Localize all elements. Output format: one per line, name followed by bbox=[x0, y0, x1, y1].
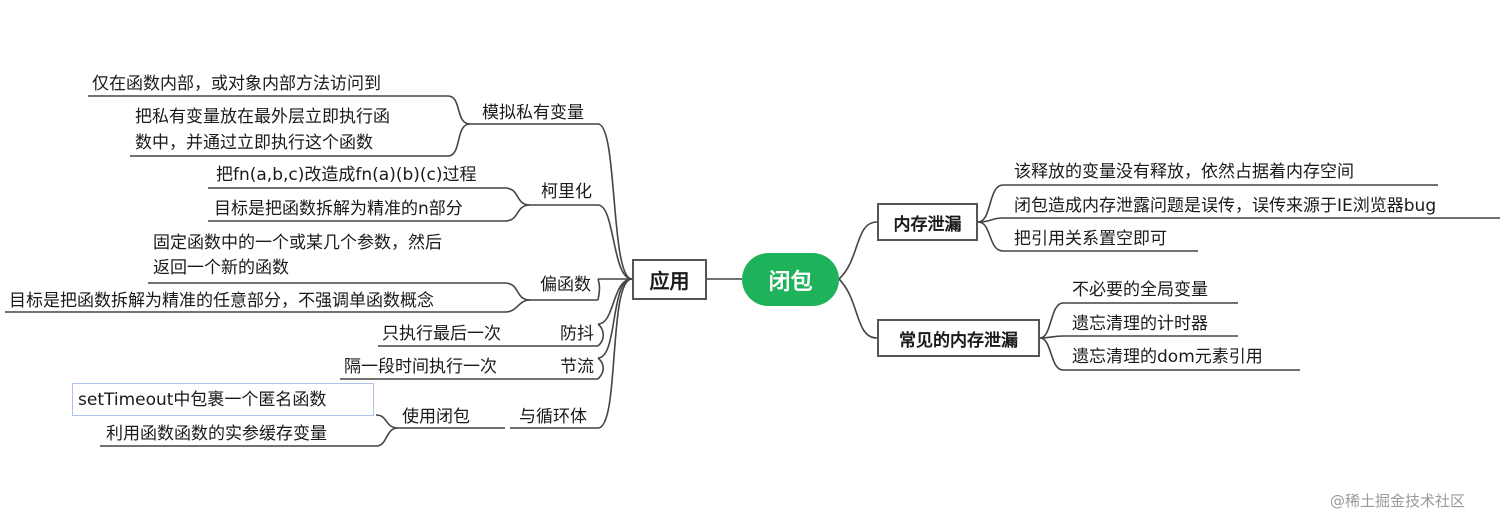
leaf-currying-2[interactable]: 目标是把函数拆解为精准的n部分 bbox=[214, 199, 463, 219]
leaf-throttle-1[interactable]: 隔一段时间执行一次 bbox=[344, 357, 497, 377]
hub-node-common-leaks[interactable]: 常见的内存泄漏 bbox=[877, 319, 1040, 357]
leaf-leak-3[interactable]: 把引用关系置空即可 bbox=[1014, 229, 1167, 249]
leaf-private-2[interactable]: 把私有变量放在最外层立即执行函 bbox=[135, 107, 390, 127]
sub-use-closure[interactable]: 使用闭包 bbox=[402, 407, 470, 427]
leaf-loop-2[interactable]: 利用函数函数的实参缓存变量 bbox=[106, 424, 327, 444]
branch-throttle[interactable]: 节流 bbox=[560, 357, 594, 377]
leaf-leak-1[interactable]: 该释放的变量没有释放，依然占据着内存空间 bbox=[1014, 162, 1354, 182]
branch-private-variable[interactable]: 模拟私有变量 bbox=[482, 103, 584, 123]
branch-loop[interactable]: 与循环体 bbox=[519, 407, 587, 427]
hub-node-memory-leak[interactable]: 内存泄漏 bbox=[877, 203, 978, 241]
hub-node-apply[interactable]: 应用 bbox=[632, 259, 707, 300]
leaf-partial-3[interactable]: 目标是把函数拆解为精准的任意部分，不强调单函数概念 bbox=[9, 291, 434, 311]
branch-partial[interactable]: 偏函数 bbox=[540, 275, 591, 295]
center-node[interactable]: 闭包 bbox=[742, 253, 839, 306]
leaf-private-3[interactable]: 数中，并通过立即执行这个函数 bbox=[135, 133, 373, 153]
branch-currying[interactable]: 柯里化 bbox=[541, 182, 592, 202]
branch-debounce[interactable]: 防抖 bbox=[560, 324, 594, 344]
leaf-currying-1[interactable]: 把fn(a,b,c)改造成fn(a)(b)(c)过程 bbox=[216, 165, 477, 185]
watermark: @稀土掘金技术社区 bbox=[1330, 492, 1466, 510]
leaf-debounce-1[interactable]: 只执行最后一次 bbox=[382, 324, 501, 344]
leaf-leak-2[interactable]: 闭包造成内存泄露问题是误传，误传来源于IE浏览器bug bbox=[1014, 196, 1437, 216]
leaf-common-3[interactable]: 遗忘清理的dom元素引用 bbox=[1072, 347, 1263, 367]
leaf-common-1[interactable]: 不必要的全局变量 bbox=[1072, 280, 1208, 300]
leaf-common-2[interactable]: 遗忘清理的计时器 bbox=[1072, 314, 1208, 334]
leaf-partial-2[interactable]: 返回一个新的函数 bbox=[153, 258, 289, 278]
leaf-loop-1[interactable]: setTimeout中包裹一个匿名函数 bbox=[78, 390, 327, 410]
leaf-private-1[interactable]: 仅在函数内部，或对象内部方法访问到 bbox=[92, 74, 381, 94]
leaf-partial-1[interactable]: 固定函数中的一个或某几个参数，然后 bbox=[153, 233, 442, 253]
selected-node-highlight bbox=[72, 383, 374, 416]
